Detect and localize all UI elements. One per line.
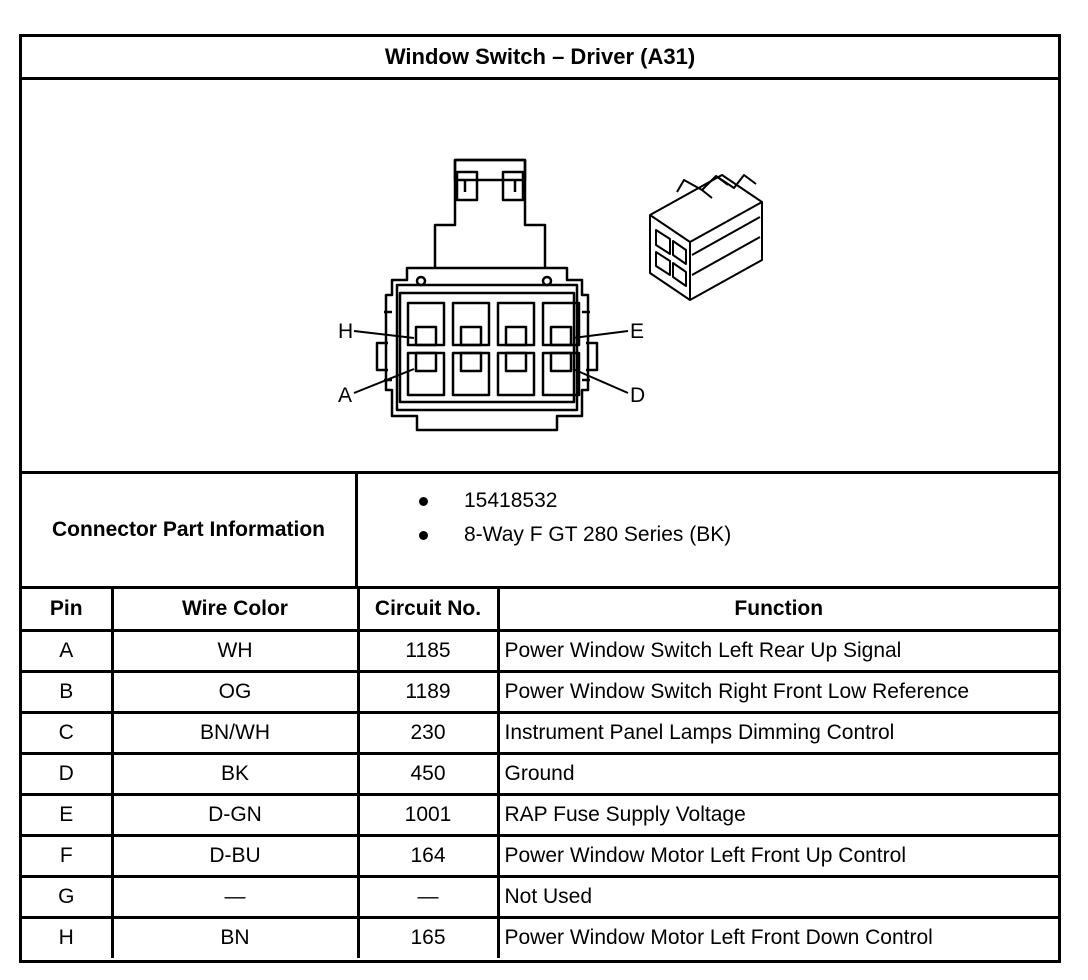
cell-circuit: — xyxy=(358,876,500,919)
cell-function: Power Window Switch Right Front Low Refe… xyxy=(498,671,1058,714)
connector-housing xyxy=(375,266,599,432)
connector-face-diagram: H E A D xyxy=(338,158,763,432)
bullet-icon xyxy=(419,497,428,506)
page-title: Window Switch – Driver (A31) xyxy=(22,37,1058,80)
cell-pin: E xyxy=(22,794,114,837)
pinout-table: Pin Wire Color Circuit No. Function A WH… xyxy=(22,589,1058,958)
list-item: 8-Way F GT 280 Series (BK) xyxy=(358,518,731,552)
cell-function: Ground xyxy=(498,753,1058,796)
cell-wire-color: BN/WH xyxy=(112,712,360,755)
cell-pin: F xyxy=(22,835,114,878)
cell-wire-color: D-GN xyxy=(112,794,360,837)
cavity-row-bottom xyxy=(406,351,581,397)
cell-function: Power Window Motor Left Front Down Contr… xyxy=(504,926,933,950)
header-circuit: Circuit No. xyxy=(358,589,500,632)
cell-circuit: 165 xyxy=(358,917,500,958)
callout-leaders xyxy=(353,330,629,394)
cell-wire-color: BK xyxy=(112,753,360,796)
cell-wire-color: BN xyxy=(112,917,360,958)
cell-circuit: 164 xyxy=(358,835,500,878)
table-row: F D-BU 164 Power Window Motor Left Front… xyxy=(22,835,1058,878)
cell-pin: A xyxy=(22,630,114,673)
connector-iso-view xyxy=(649,174,763,301)
connector-part-info: Connector Part Information 15418532 8-Wa… xyxy=(22,474,1058,589)
callout-a: A xyxy=(338,384,352,407)
bullet-icon xyxy=(419,531,428,540)
cell-pin: D xyxy=(22,753,114,796)
connector-info-label: Connector Part Information xyxy=(22,474,358,586)
cell-function: Not Used xyxy=(498,876,1058,919)
part-number: 15418532 xyxy=(464,489,558,512)
cavity-row-top xyxy=(406,301,581,347)
connector-info-list: 15418532 8-Way F GT 280 Series (BK) xyxy=(358,484,731,552)
table-row: E D-GN 1001 RAP Fuse Supply Voltage xyxy=(22,794,1058,837)
cell-pin: B xyxy=(22,671,114,714)
header-wire-color: Wire Color xyxy=(112,589,360,632)
connector-latch xyxy=(433,158,547,268)
cell-wire-color: D-BU xyxy=(112,835,360,878)
cell-pin: C xyxy=(22,712,114,755)
cell-circuit: 1185 xyxy=(358,630,500,673)
table-row: H BN 165 Power Window Motor Left Front D… xyxy=(22,917,1058,958)
callout-d: D xyxy=(630,384,645,407)
cell-circuit: 450 xyxy=(358,753,500,796)
header-function: Function xyxy=(498,589,1058,632)
header-pin: Pin xyxy=(22,589,114,632)
table-header-row: Pin Wire Color Circuit No. Function xyxy=(22,589,1058,632)
cell-pin: H xyxy=(22,917,114,958)
cell-function: Instrument Panel Lamps Dimming Control xyxy=(498,712,1058,755)
table-row: B OG 1189 Power Window Switch Right Fron… xyxy=(22,671,1058,714)
table-row: D BK 450 Ground xyxy=(22,753,1058,796)
cell-function: Power Window Switch Left Rear Up Signal xyxy=(498,630,1058,673)
cell-wire-color: OG xyxy=(112,671,360,714)
connector-sheet: Window Switch – Driver (A31) xyxy=(19,34,1061,963)
table-row: G — — Not Used xyxy=(22,876,1058,919)
cell-wire-color: WH xyxy=(112,630,360,673)
cell-function: Power Window Motor Left Front Up Control xyxy=(498,835,1058,878)
cell-wire-color: — xyxy=(112,876,360,919)
connector-description: 8-Way F GT 280 Series (BK) xyxy=(464,523,732,546)
callout-h: H xyxy=(338,320,353,343)
cell-function: RAP Fuse Supply Voltage xyxy=(498,794,1058,837)
callout-e: E xyxy=(630,320,644,343)
cell-circuit: 230 xyxy=(358,712,500,755)
list-item: 15418532 xyxy=(358,484,731,518)
table-row: C BN/WH 230 Instrument Panel Lamps Dimmi… xyxy=(22,712,1058,755)
cell-circuit: 1189 xyxy=(358,671,500,714)
cell-pin: G xyxy=(22,876,114,919)
cell-circuit: 1001 xyxy=(358,794,500,837)
table-row: A WH 1185 Power Window Switch Left Rear … xyxy=(22,630,1058,673)
connector-drawing: H E A D xyxy=(22,80,1058,474)
